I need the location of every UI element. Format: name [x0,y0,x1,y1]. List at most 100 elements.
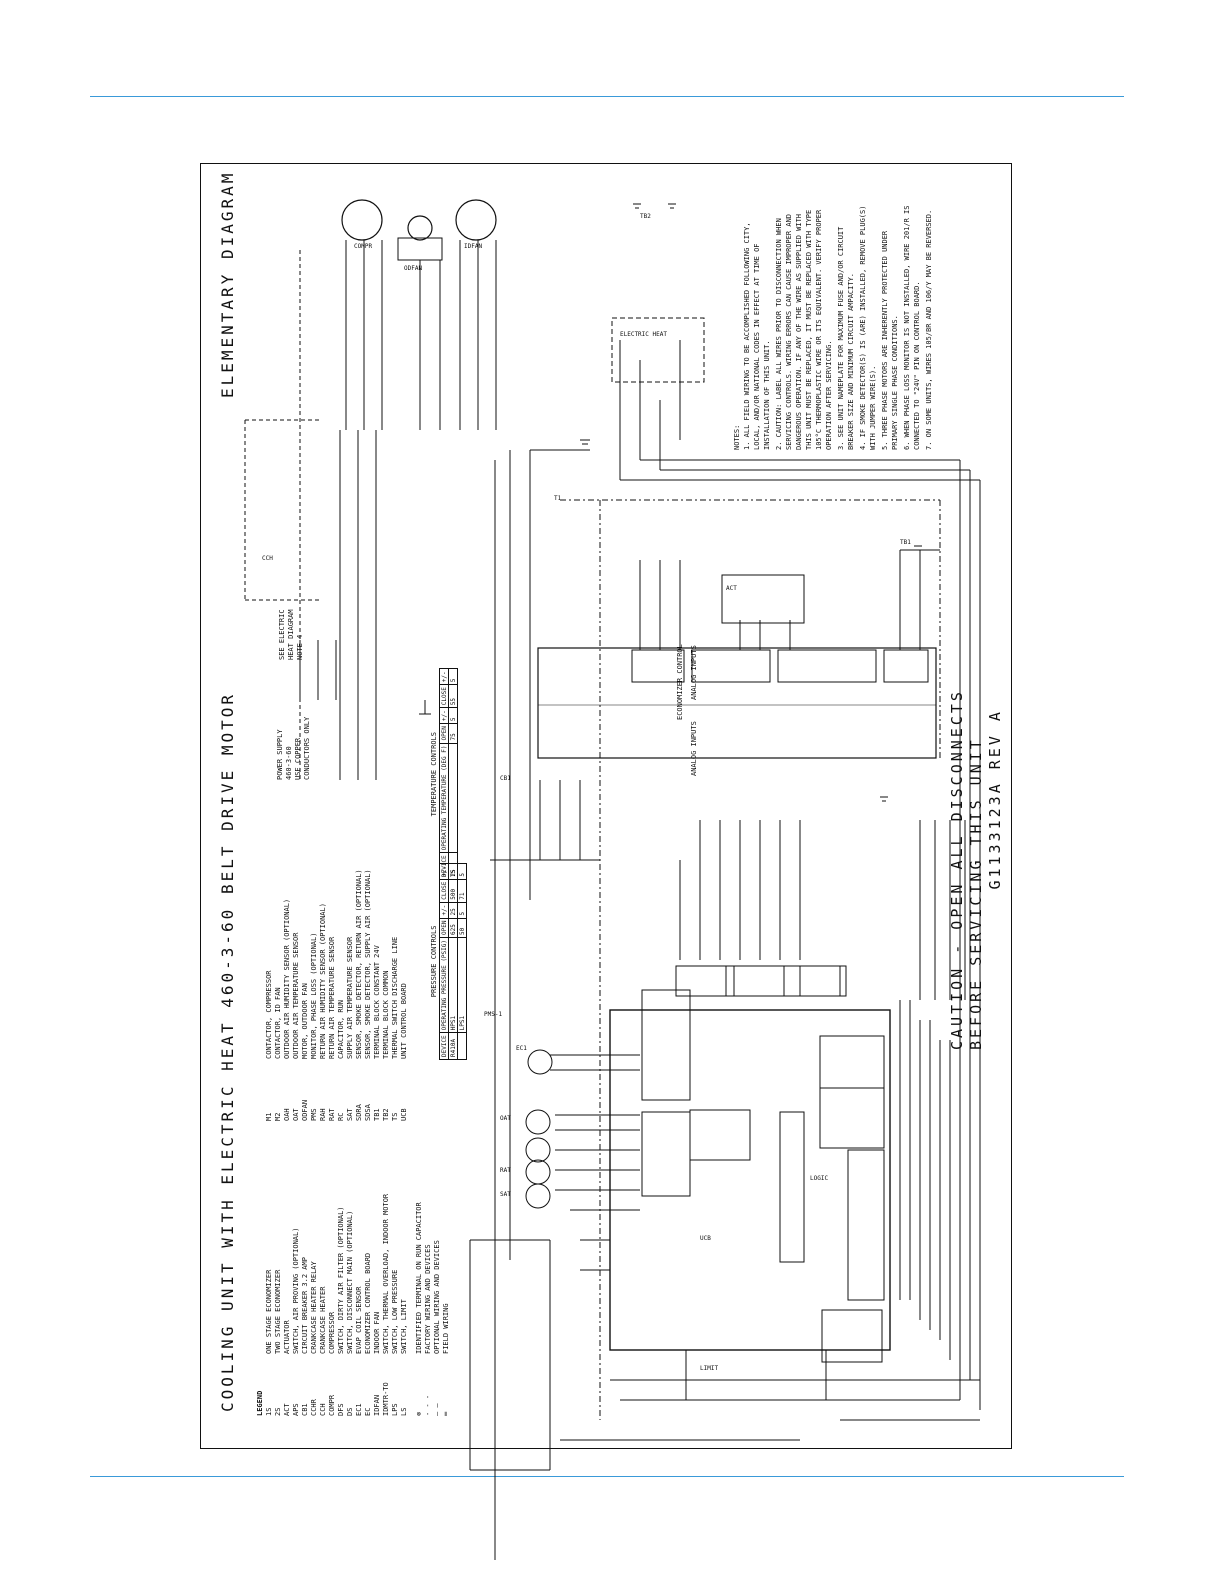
legend-code: CCHR [310,1399,318,1416]
power-supply-line-3: USE COPPER [294,737,302,780]
legend-code: M2 [274,1112,282,1121]
limit-label: LIMIT [700,1365,718,1372]
legend-desc: COMPRESSOR [328,1311,336,1354]
table-cell: LPS1 [457,937,467,1033]
legend-desc: SWITCH, AIR PROVING (OPTIONAL) [292,1227,300,1354]
table-cell: HPS1 [448,937,458,1033]
legend-item: CCHR CRANKCASE HEATER RELAY [310,1151,319,1416]
legend-desc: CRANKCASE HEATER RELAY [310,1261,318,1354]
tb2-label: TB2 [640,213,651,220]
compr-label: COMPR [354,243,372,250]
note-item: 5. THREE PHASE MOTORS ARE INHERENTLY PRO… [881,230,899,450]
table-header-cell: CLOSE [439,879,449,903]
note-item: 6. WHEN PHASE LOSS MONITOR IS NOT INSTAL… [903,205,921,450]
drawing-number: G1133123A [986,781,1004,890]
legend-desc: CONTACTOR, COMPRESSOR [265,970,273,1059]
legend-code: 2S [274,1407,282,1416]
table-cell: 50 [457,918,467,938]
see-electric-heat-line-3: NOTE 4 [296,634,304,660]
table-header-cell: OPERATING PRESSURE (PSIG) [439,937,449,1033]
table-header-cell: OPEN [439,918,449,938]
power-supply-line-1: POWER SUPPLY [276,729,284,780]
legend-code: 1S [265,1407,273,1416]
temperature-controls-heading: TEMPERATURE CONTROLS [430,732,438,817]
cb1-label: CB1 [500,775,511,782]
legend-symbol-desc: FIELD WIRING [442,1303,450,1354]
note-item: 4. IF SMOKE DETECTOR(S) IS (ARE) INSTALL… [859,205,877,450]
legend-code: RAH [319,1108,327,1121]
table-cell: 5 [457,863,467,880]
electric-heat-label: ELECTRIC HEAT [620,331,667,338]
table-header-cell: CLOSE [439,684,449,708]
logic-label: LOGIC [810,1175,828,1182]
legend-code: M1 [265,1112,273,1121]
legend-code: DS [346,1407,354,1416]
legend-desc: RETURN AIR TEMPERATURE SENSOR [328,936,336,1059]
table-header-cell: OPEN [439,723,449,744]
caution-block: CAUTION - OPEN ALL DISCONNECTS BEFORE SE… [948,689,1005,1050]
table-cell: 5 [457,902,467,919]
legend-desc: EVAP COIL SENSOR [355,1286,363,1354]
legend-desc: MOTOR, OUTDOOR FAN [301,983,309,1059]
revision: REV A [986,709,1004,770]
note-item: 3. SEE UNIT NAMEPLATE FOR MAXIMUM FUSE A… [837,226,855,450]
ec1-label: EC1 [516,1045,527,1052]
legend-code: RAT [328,1108,336,1121]
legend-symbol: - - - [424,1394,432,1416]
legend-item: EC ECONOMIZER CONTROL BOARD [364,1151,373,1416]
legend-code: TS [391,1112,399,1121]
note-item: 7. ON SOME UNITS, WIRES 105/BR AND 106/Y… [925,209,933,450]
legend-code: APS [292,1403,300,1416]
table-header-cell: +/- [439,902,449,919]
power-supply-label: POWER SUPPLY 460-3-60 USE COPPER CONDUCT… [276,717,312,780]
legend-code: COMPR [328,1394,336,1416]
legend-symbol-desc: FACTORY WIRING AND DEVICES [424,1244,432,1354]
act-label: ACT [726,585,737,592]
note-item: 1. ALL FIELD WIRING TO BE ACCOMPLISHED F… [743,222,771,450]
legend-symbol: ⊗ [415,1411,423,1416]
legend-item: APS SWITCH, AIR PROVING (OPTIONAL) [292,1151,301,1416]
legend-desc: SENSOR, SMOKE DETECTOR, RETURN AIR (OPTI… [355,869,363,1059]
t1-label: T1 [554,495,562,502]
sat-label: SAT [500,1191,511,1198]
legend-item: M1 CONTACTOR, COMPRESSOR [265,856,274,1121]
legend-code: EC1 [355,1403,363,1416]
legend-item: RAT RETURN AIR TEMPERATURE SENSOR [328,856,337,1121]
legend-code: UCB [400,1108,408,1121]
legend-desc: INDOOR FAN [373,1311,381,1354]
legend-desc: ECONOMIZER CONTROL BOARD [364,1252,372,1354]
legend-desc: ONE STAGE ECONOMIZER [265,1269,273,1354]
legend-symbol: ═ [442,1411,450,1416]
legend-code: IDFAN [373,1394,381,1416]
table-header-cell: DEVICE [439,1032,449,1060]
legend-code: EC [364,1407,372,1416]
diagram-frame [200,163,1012,1449]
table-cell: 5 [448,668,458,685]
notes-list: 1. ALL FIELD WIRING TO BE ACCOMPLISHED F… [742,200,934,450]
legend-symbol: — — [433,1403,441,1416]
notes: NOTES: 1. ALL FIELD WIRING TO BE ACCOMPL… [732,200,936,450]
diagram-title: COOLING UNIT WITH ELECTRIC HEAT 460-3-60… [218,691,237,1412]
note-item: 2. CAUTION: LABEL ALL WIRES PRIOR TO DIS… [775,209,833,450]
legend-code: TB1 [373,1108,381,1121]
legend-code: CCH [319,1403,327,1416]
legend-desc: SENSOR, SMOKE DETECTOR, SUPPLY AIR (OPTI… [364,869,372,1059]
eco-bottom-group-1: ANALOG INPUTS [690,721,698,776]
table-cell [448,743,458,853]
